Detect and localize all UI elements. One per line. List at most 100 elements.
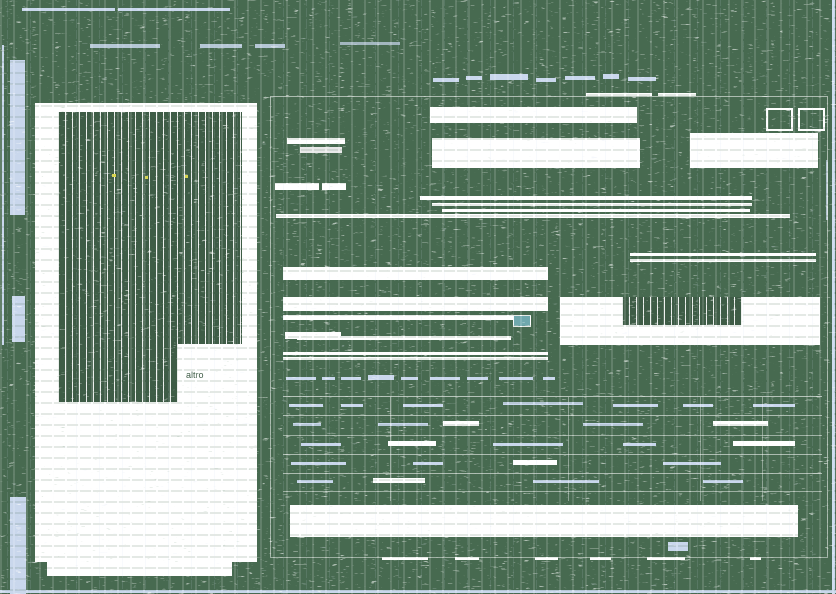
table-row[interactable] (283, 435, 822, 455)
yellow-speck (112, 174, 116, 177)
header-text-remnant (753, 404, 795, 407)
group-field-3[interactable] (283, 315, 515, 320)
field-underline[interactable] (276, 214, 790, 218)
cell-text-remnant (703, 480, 743, 483)
left-panel-text-block (58, 112, 242, 344)
panel-button-2[interactable] (798, 108, 825, 131)
cell-text-remnant (301, 443, 341, 446)
header-text-remnant (289, 404, 323, 407)
header-text-remnant (613, 404, 658, 407)
left-scrollbar-thumb[interactable] (10, 60, 25, 215)
cell-text-remnant (583, 423, 643, 426)
notes-area[interactable] (290, 505, 798, 537)
dropdown-button[interactable] (513, 315, 531, 327)
header-text-remnant (683, 404, 713, 407)
left-scrollbar-segment[interactable] (10, 497, 26, 594)
separator-line (297, 336, 511, 340)
table-column-divider (762, 397, 763, 501)
field-underline[interactable] (432, 203, 752, 206)
cell-text-remnant (413, 462, 443, 465)
cell-text-remnant (513, 460, 557, 465)
header-text-remnant (403, 404, 443, 407)
panel-title-remnant (536, 78, 556, 82)
left-panel-text-block (58, 344, 178, 402)
altro-label: altro (186, 370, 204, 380)
table-header-row[interactable] (283, 397, 822, 416)
cell-text-remnant (297, 480, 333, 483)
cell-text-remnant (733, 441, 795, 446)
table-row[interactable] (283, 454, 822, 474)
section-label-remnant (286, 377, 316, 380)
bottom-button[interactable] (647, 557, 685, 560)
main-title-field[interactable] (430, 107, 637, 123)
status-remnant (668, 542, 688, 551)
panel-title-remnant (433, 78, 459, 82)
table-row[interactable] (283, 415, 822, 436)
panel-title-remnant (565, 76, 595, 80)
right-info-box[interactable] (690, 133, 818, 168)
field-label-chip (322, 183, 346, 190)
table-column-divider (700, 397, 701, 501)
cell-text-remnant (291, 462, 346, 465)
bottom-button[interactable] (590, 557, 611, 560)
bottom-button[interactable] (535, 557, 558, 560)
left-panel-card: altro (35, 103, 257, 562)
panel-title-remnant (466, 76, 482, 80)
window-right-edge (832, 0, 835, 594)
groupbox-text-remnant (622, 297, 742, 325)
panel-title-remnant (490, 74, 528, 80)
panel-title-remnant (603, 74, 619, 79)
cell-text-remnant (663, 462, 721, 465)
titlebar-text-remnant (118, 8, 230, 11)
cell-text-remnant (533, 480, 599, 483)
bottom-button[interactable] (750, 557, 761, 560)
group-field-2[interactable] (283, 297, 548, 311)
bottom-button[interactable] (382, 557, 428, 560)
header-line-remnant (658, 93, 696, 96)
table-row[interactable] (283, 473, 822, 492)
menubar-text-remnant[interactable] (340, 42, 400, 45)
left-scrollbar-segment[interactable] (12, 296, 25, 342)
separator-line (283, 357, 548, 360)
yellow-speck (145, 176, 148, 179)
field-label-chip (287, 138, 345, 144)
menubar-text-remnant[interactable] (255, 44, 285, 48)
yellow-speck (185, 175, 188, 178)
statusbar-field (47, 560, 232, 576)
header-text-remnant (503, 402, 583, 405)
table-column-divider (390, 397, 391, 501)
section-label-remnant (368, 375, 394, 380)
groupbox-border-remnant (630, 253, 816, 256)
data-table (283, 396, 822, 501)
section-label-remnant (467, 377, 488, 380)
bottom-button[interactable] (455, 557, 479, 560)
cell-text-remnant (378, 423, 428, 426)
field-label-chip (300, 147, 342, 153)
field-underline[interactable] (420, 196, 752, 200)
section-label-remnant (341, 377, 361, 380)
menubar-text-remnant[interactable] (90, 44, 160, 48)
field-underline[interactable] (442, 209, 750, 212)
section-label-remnant (543, 377, 555, 380)
separator-line (283, 352, 548, 355)
window-left-edge (2, 45, 4, 345)
cell-text-remnant (443, 421, 479, 426)
cell-text-remnant (388, 441, 436, 446)
groupbox-field-area[interactable] (560, 297, 820, 345)
cell-text-remnant (493, 443, 563, 446)
table-column-divider (568, 397, 569, 501)
section-label-remnant (499, 377, 533, 380)
cell-text-remnant (373, 478, 425, 483)
panel-title-remnant (628, 77, 656, 81)
panel-button-1[interactable] (766, 108, 793, 131)
cell-text-remnant (623, 443, 656, 446)
group-field-1[interactable] (283, 267, 548, 280)
field-label-chip (275, 183, 319, 190)
section-label-remnant (322, 377, 335, 380)
menubar-text-remnant[interactable] (200, 44, 242, 48)
cell-text-remnant (293, 423, 321, 426)
section-label-remnant (430, 377, 460, 380)
section-label-remnant (401, 377, 418, 380)
main-text-field[interactable] (432, 138, 640, 168)
